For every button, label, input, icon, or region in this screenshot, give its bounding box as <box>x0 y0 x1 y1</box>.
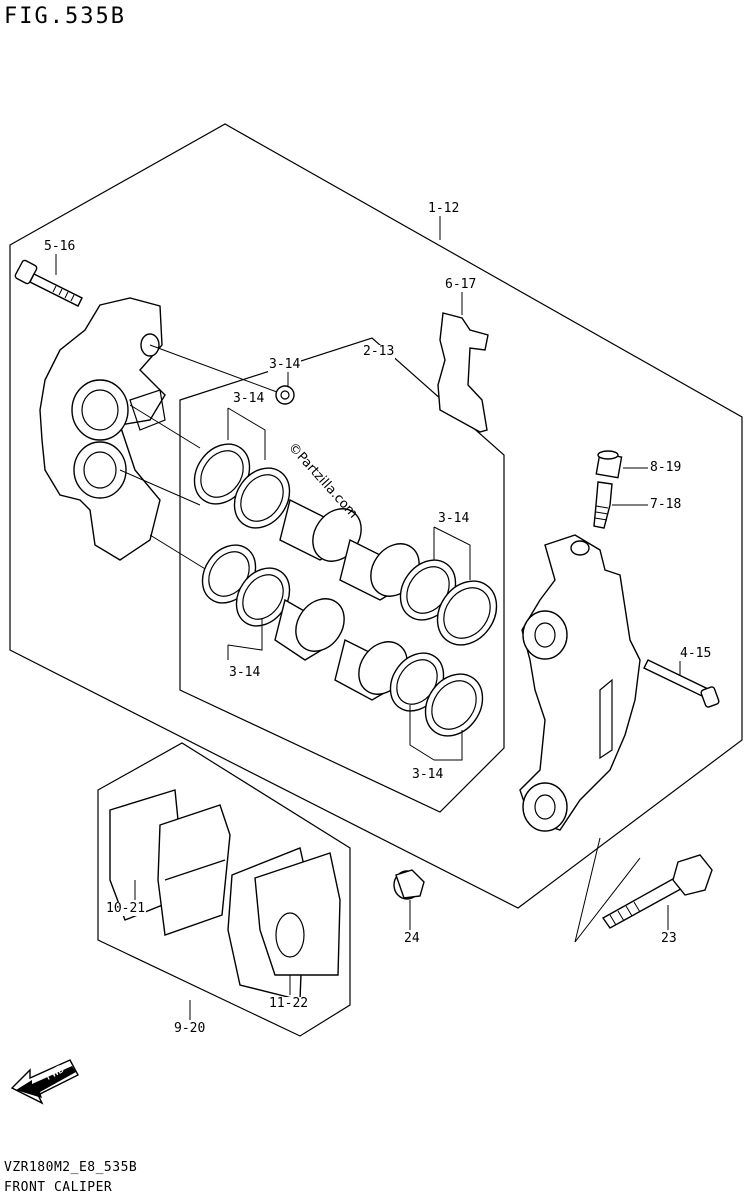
figure-title: FIG.535B <box>4 4 126 29</box>
small-nut-3 <box>275 385 295 405</box>
callout-8-19: 8-19 <box>649 460 683 475</box>
bleeder-cap-8 <box>595 450 623 479</box>
pad-pin-4 <box>643 659 720 708</box>
callout-3-14-nut: 3-14 <box>268 357 302 372</box>
callout-7-18: 7-18 <box>649 497 683 512</box>
callout-1-12: 1-12 <box>427 201 461 216</box>
bushing-24 <box>393 869 425 900</box>
figure-name: FRONT CALIPER <box>4 1180 113 1195</box>
pad-spring-6 <box>437 312 489 433</box>
brake-pad-10 <box>109 789 231 936</box>
callout-23: 23 <box>660 931 678 946</box>
fwd-arrow-icon <box>10 1059 79 1105</box>
caliper-bolt-5 <box>14 259 83 307</box>
right-caliper-half <box>519 534 641 832</box>
callout-9-20: 9-20 <box>173 1021 207 1036</box>
callout-10-21: 10-21 <box>105 901 147 916</box>
callout-5-16: 5-16 <box>43 239 77 254</box>
seal-top-left-pair <box>193 443 291 529</box>
seal-bottom-right-pair <box>389 652 484 737</box>
callout-4-15: 4-15 <box>679 646 713 661</box>
callout-3-14-c: 3-14 <box>228 665 262 680</box>
callout-3-14-a: 3-14 <box>232 391 266 406</box>
seal-bottom-left-pair <box>201 544 291 627</box>
pad-set-box <box>97 742 351 1037</box>
brake-pad-11 <box>227 847 341 1001</box>
callout-3-14-d: 3-14 <box>411 767 445 782</box>
bleeder-valve-7 <box>593 481 613 529</box>
piston-seal-box <box>179 337 505 813</box>
figure-code: VZR180M2_E8_535B <box>4 1160 138 1175</box>
callout-3-14-b: 3-14 <box>437 511 471 526</box>
piston-2 <box>274 598 345 661</box>
assembly-outline <box>9 123 743 909</box>
mounting-bolt-23 <box>601 854 713 929</box>
left-caliper-half <box>39 297 166 561</box>
callout-11-22: 11-22 <box>268 996 310 1011</box>
callout-6-17: 6-17 <box>444 277 478 292</box>
seal-top-right-pair <box>399 559 498 646</box>
callout-24: 24 <box>403 931 421 946</box>
callout-2-13: 2-13 <box>362 344 396 359</box>
